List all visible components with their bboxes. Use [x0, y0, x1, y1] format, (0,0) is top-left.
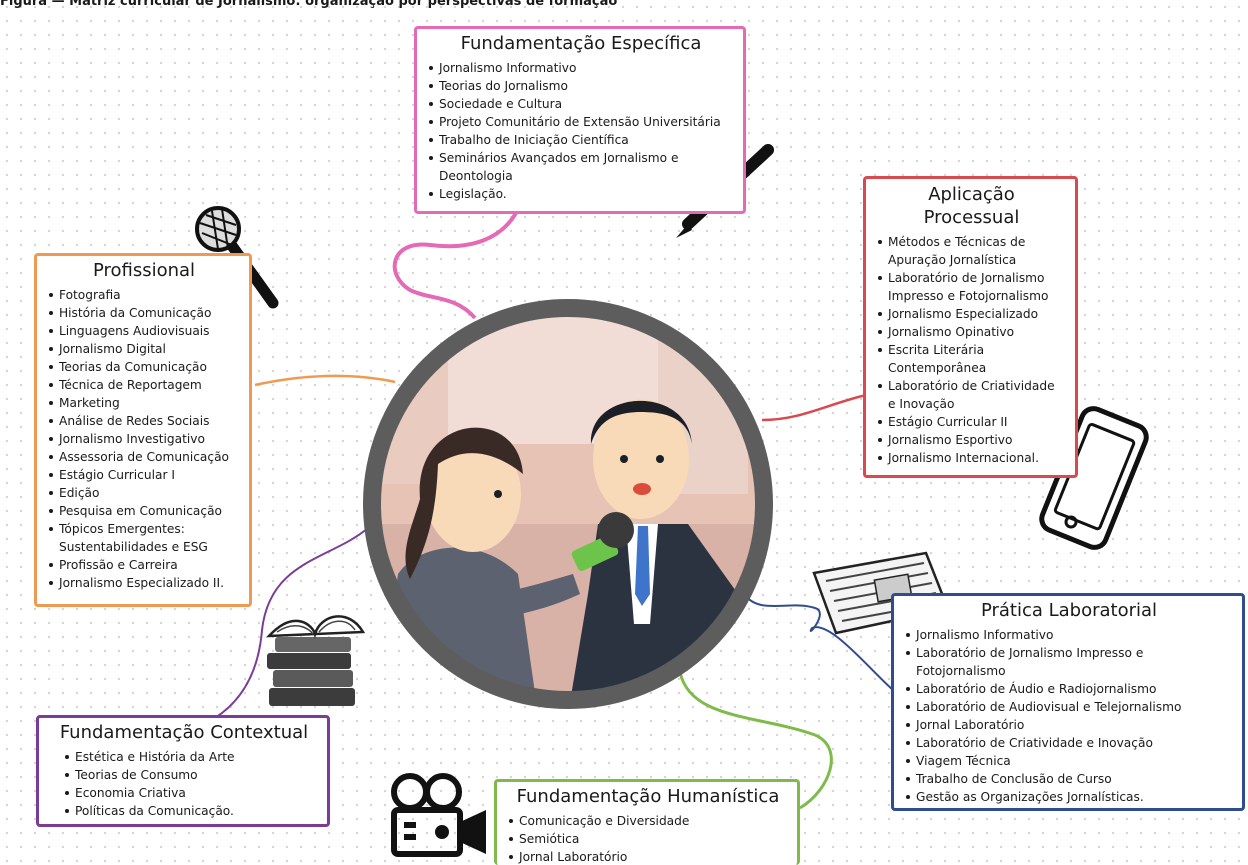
- list-item: Tópicos Emergentes: Sustentabilidades e …: [49, 520, 239, 556]
- interview-illustration: [363, 299, 773, 709]
- figure-caption: Figura — Matriz curricular de Jornalismo…: [0, 0, 618, 8]
- list-item: Seminários Avançados em Jornalismo e Deo…: [429, 149, 729, 185]
- link-humanistica: [678, 671, 833, 810]
- list-item: Viagem Técnica: [906, 752, 1232, 770]
- list-item: Projeto Comunitário de Extensão Universi…: [429, 113, 733, 131]
- box-fundamentacao-contextual: Fundamentação Contextual Estética e Hist…: [36, 715, 330, 827]
- list-item: Estágio Curricular II: [878, 413, 1065, 431]
- link-laboratorial: [744, 594, 894, 691]
- man-head: [593, 399, 689, 519]
- books-icon: [266, 615, 366, 706]
- list-item: Assessoria de Comunicação: [49, 448, 239, 466]
- link-especifica: [392, 204, 522, 320]
- list-item: Jornalismo Especializado II.: [49, 574, 239, 592]
- list-item: Sociedade e Cultura: [429, 95, 733, 113]
- item-list: Estética e História da Arte Teorias de C…: [65, 748, 317, 820]
- link-processual: [761, 393, 867, 422]
- box-title: Profissional: [92, 260, 196, 281]
- list-item: Economia Criativa: [65, 784, 317, 802]
- box-title: Fundamentação Específica: [460, 33, 702, 54]
- list-item: Laboratório de Jornalismo Impresso e Fot…: [906, 644, 1186, 680]
- list-item: Jornalismo Opinativo: [878, 323, 1065, 341]
- box-title: Prática Laboratorial: [980, 600, 1158, 621]
- list-item: Técnica de Reportagem: [49, 376, 239, 394]
- box-fundamentacao-especifica: Fundamentação Específica Jornalismo Info…: [414, 26, 746, 214]
- list-item: Jornal Laboratório: [509, 848, 787, 865]
- box-profissional: Profissional Fotografia História da Comu…: [34, 253, 252, 607]
- box-fundamentacao-humanistica: Fundamentação Humanística Comunicação e …: [494, 779, 800, 865]
- link-contextual: [214, 527, 369, 719]
- list-item: Linguagens Audiovisuais: [49, 322, 239, 340]
- list-item: Jornalismo Digital: [49, 340, 239, 358]
- box-title: Fundamentação Contextual: [59, 722, 309, 743]
- box-title: Aplicação Processual: [923, 184, 1020, 228]
- item-list: Comunicação e Diversidade Semiótica Jorn…: [509, 812, 787, 865]
- list-item: Jornalismo Internacional.: [878, 449, 1065, 467]
- box-aplicacao-processual: Aplicação Processual Métodos e Técnicas …: [863, 176, 1078, 478]
- list-item: Trabalho de Conclusão de Curso: [906, 770, 1232, 788]
- list-item: Legislação.: [429, 185, 733, 203]
- link-profissional: [254, 374, 396, 387]
- list-item: Fotografia: [49, 286, 239, 304]
- list-item: Laboratório de Criatividade e Inovação: [878, 377, 1065, 413]
- item-list: Jornalismo Informativo Teorias do Jornal…: [429, 59, 733, 203]
- list-item: Escrita Literária Contemporânea: [878, 341, 1065, 377]
- list-item: Jornal Laboratório: [906, 716, 1232, 734]
- list-item: Políticas da Comunicação.: [65, 802, 317, 820]
- list-item: História da Comunicação: [49, 304, 239, 322]
- list-item: Estágio Curricular I: [49, 466, 239, 484]
- item-list: Jornalismo Informativo Laboratório de Jo…: [906, 626, 1232, 806]
- list-item: Pesquisa em Comunicação: [49, 502, 239, 520]
- list-item: Semiótica: [509, 830, 787, 848]
- list-item: Comunicação e Diversidade: [509, 812, 787, 830]
- list-item: Laboratório de Audiovisual e Telejornali…: [906, 698, 1232, 716]
- list-item: Laboratório de Criatividade e Inovação: [906, 734, 1232, 752]
- box-pratica-laboratorial: Prática Laboratorial Jornalismo Informat…: [891, 593, 1245, 811]
- video-camera-icon: [391, 773, 486, 857]
- list-item: Teorias de Consumo: [65, 766, 317, 784]
- list-item: Estética e História da Arte: [65, 748, 317, 766]
- list-item: Análise de Redes Sociais: [49, 412, 239, 430]
- list-item: Métodos e Técnicas de Apuração Jornalíst…: [878, 233, 1065, 269]
- item-list: Métodos e Técnicas de Apuração Jornalíst…: [878, 233, 1065, 467]
- list-item: Edição: [49, 484, 239, 502]
- item-list: Fotografia História da Comunicação Lingu…: [49, 286, 239, 592]
- list-item: Teorias do Jornalismo: [429, 77, 733, 95]
- list-item: Marketing: [49, 394, 239, 412]
- list-item: Jornalismo Informativo: [429, 59, 733, 77]
- list-item: Jornalismo Esportivo: [878, 431, 1065, 449]
- list-item: Profissão e Carreira: [49, 556, 239, 574]
- box-title: Fundamentação Humanística: [516, 786, 780, 807]
- list-item: Gestão as Organizações Jornalísticas.: [906, 788, 1232, 806]
- list-item: Laboratório de Áudio e Radiojornalismo: [906, 680, 1232, 698]
- list-item: Laboratório de Jornalismo Impresso e Fot…: [878, 269, 1065, 305]
- woman-head: [425, 436, 521, 552]
- list-item: Trabalho de Iniciação Científica: [429, 131, 733, 149]
- list-item: Jornalismo Investigativo: [49, 430, 239, 448]
- list-item: Jornalismo Especializado: [878, 305, 1065, 323]
- list-item: Jornalismo Informativo: [906, 626, 1232, 644]
- list-item: Teorias da Comunicação: [49, 358, 239, 376]
